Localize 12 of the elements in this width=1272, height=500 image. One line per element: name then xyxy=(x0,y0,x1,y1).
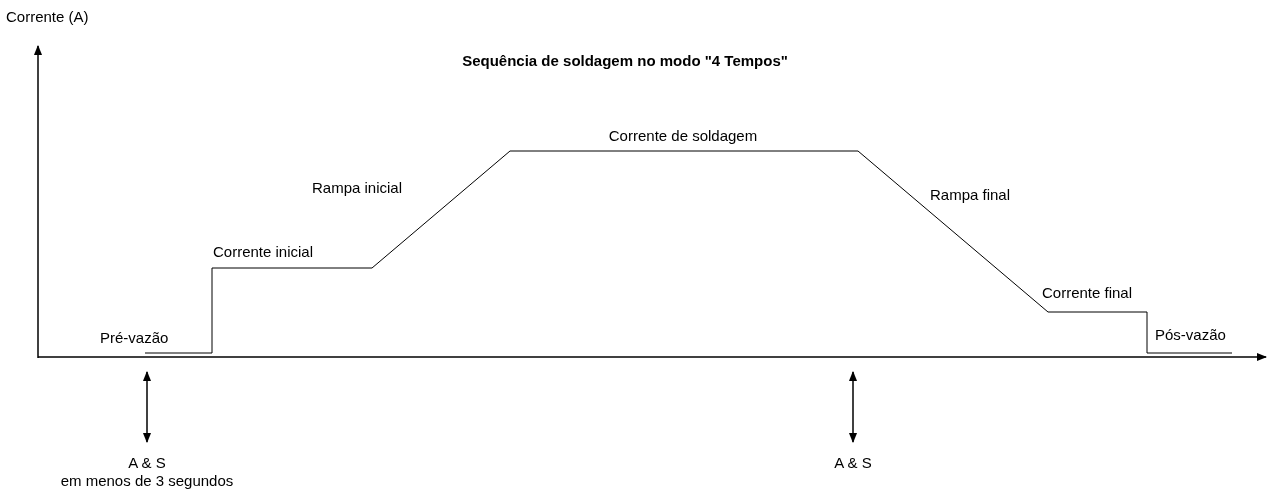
phase-label: Rampa final xyxy=(930,186,1011,204)
event-label: A & S xyxy=(128,454,166,472)
phase-label: Corrente final xyxy=(1042,284,1133,302)
phase-label: Corrente inicial xyxy=(213,243,314,261)
phase-label: Pós-vazão xyxy=(1155,326,1226,344)
phase-label: Rampa inicial xyxy=(312,179,403,197)
axis-title: Corrente (A) xyxy=(6,8,89,26)
phase-label: Pré-vazão xyxy=(100,329,169,347)
event-label: A & S xyxy=(834,454,872,472)
diagram-title: Sequência de soldagem no modo "4 Tempos" xyxy=(462,52,788,70)
phase-label: Corrente de soldagem xyxy=(608,127,758,145)
note-text: em menos de 3 segundos xyxy=(60,472,234,490)
